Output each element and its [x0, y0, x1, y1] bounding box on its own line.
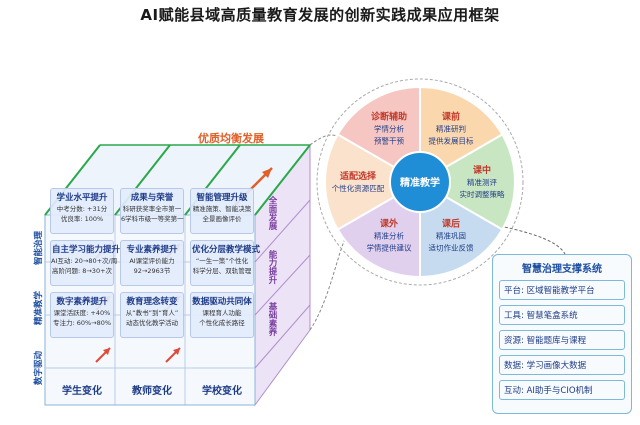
outcome-card-line: 中考分数: +31分: [56, 205, 108, 213]
outcome-card-line: 92→2963节: [133, 267, 171, 275]
outcome-card: 数字素养提升课堂活跃度: +40% 专注力: 60%→80%: [50, 292, 114, 338]
wheel-segment-line: 适切作业反馈: [429, 243, 474, 253]
outcome-card-line: 课堂活跃度: +40%: [53, 309, 111, 317]
outcome-card-title: 教育理念转变: [126, 297, 178, 307]
wheel-segment: [336, 180, 421, 279]
outcome-card-title: 学业水平提升: [56, 193, 108, 203]
side-label-ability: 能力提升: [267, 250, 277, 284]
support-title: 智慧治理支撑系统: [522, 264, 602, 275]
outcome-card-line: 从“教书”到“育人”: [125, 309, 179, 317]
outcome-card-title: 数据驱动共同体: [192, 297, 252, 307]
bottom-label-student: 学生变化: [62, 386, 102, 397]
wheel-segment-title: 课中: [473, 164, 491, 176]
wheel-center-label: 精准教学: [400, 176, 440, 189]
outcome-card-title: 成果与荣誉: [130, 193, 174, 203]
outcome-card-line: 全景画像评价: [202, 215, 242, 223]
side-label-all-round: 全面发展: [267, 196, 277, 230]
wheel-segment-line: 个性化资源匹配: [332, 183, 385, 193]
outcome-card-title: 优化分层教学模式: [192, 245, 261, 255]
wheel-outer-ring: [316, 78, 524, 286]
outcome-card: 专业素养提升 AI课堂评价能力 92→2963节: [120, 240, 184, 286]
top-label: 优质均衡发展: [198, 132, 264, 145]
wheel-segment-line: 精准测评: [467, 177, 497, 187]
bottom-label-school: 学校变化: [202, 386, 242, 397]
outcome-card-line: “一生一策”个性化: [195, 257, 249, 265]
support-system-panel: 智慧治理支撑系统 平台: 区域智能教学平台 工具: 智慧笔盒系统 资源: 智能题…: [492, 254, 632, 414]
wheel-segment-line: 精准研判: [436, 123, 466, 133]
outcome-card-title: 专业素养提升: [126, 245, 178, 255]
wheel-segment: [336, 85, 421, 184]
wheel-segment-title: 课外: [380, 218, 398, 230]
outcome-card: 成果与荣誉科研获奖率全市第一 6学科市级一等奖第一: [120, 188, 184, 234]
wheel-segment-line: 提供发展目标: [429, 135, 474, 145]
wheel-segment-line: 预警干预: [374, 135, 404, 145]
left-label-governance: 智能治理: [34, 230, 44, 265]
outcome-card-line: 高阶问题: 8→30+次: [51, 267, 113, 275]
outcome-card-line: 专注力: 60%→80%: [52, 319, 112, 327]
left-label-precision: 精准教学: [34, 290, 44, 325]
outcome-card: 数据驱动共同体课程育人功能个性化成长路径: [190, 292, 254, 338]
outcome-card-line: 优良率: 100%: [60, 215, 104, 223]
outcome-card-line: 课程育人功能: [202, 309, 242, 317]
support-item-resources: 资源: 智能题库与课程: [499, 330, 625, 350]
side-label-literacy: 基础素养: [267, 302, 277, 336]
wheel-segment-title: 适配选择: [340, 170, 377, 182]
outcome-card-title: 自主学习能力提升: [52, 245, 121, 255]
outcome-card-line: 动态优化教学活动: [126, 319, 178, 327]
wheel-segment: [419, 180, 504, 279]
outcome-card-line: 精准施策、智能决策: [192, 205, 252, 213]
wheel-segment: [418, 133, 516, 231]
outcome-card-line: AI互动: 20→80+次/周: [51, 257, 118, 265]
page-title: AI赋能县域高质量教育发展的创新实践成果应用框架: [140, 6, 500, 24]
support-item-platform: 平台: 区域智能教学平台: [499, 280, 625, 300]
outcome-card: 自主学习能力提升 AI互动: 20→80+次/周高阶问题: 8→30+次: [50, 240, 121, 286]
outcome-card: 优化分层教学模式 “一生一策”个性化科学分层、双轨管理: [190, 240, 261, 286]
wheel-segment-title: 诊断辅助: [371, 110, 407, 122]
support-item-interaction: 互动: AI助手与CIO机制: [499, 380, 625, 400]
wheel-segment-title: 课前: [442, 110, 460, 122]
wheel-segment-line: 学情提供建议: [367, 243, 412, 253]
outcome-card-line: 个性化成长路径: [199, 319, 245, 327]
left-label-digital: 数字驱动: [34, 350, 44, 385]
outcome-card: 学业水平提升中考分数: +31分优良率: 100%: [50, 188, 114, 234]
bottom-label-teacher: 教师变化: [132, 386, 172, 397]
wheel-segment-line: 精准巩固: [436, 231, 466, 241]
outcome-card: 智能管理升级精准施策、智能决策全景画像评价: [190, 188, 254, 234]
outcome-card: 教育理念转变从“教书”到“育人” 动态优化教学活动: [120, 292, 184, 338]
wheel-segment: [324, 133, 422, 231]
support-item-tools: 工具: 智慧笔盒系统: [499, 305, 625, 325]
outcome-card-line: AI课堂评价能力: [129, 257, 175, 265]
wheel-segment-title: 课后: [442, 218, 460, 230]
wheel-segment-line: 精准分析: [374, 231, 404, 241]
outcome-card-title: 数字素养提升: [56, 297, 108, 307]
support-item-data: 数据: 学习画像大数据: [499, 355, 625, 375]
wheel-segment: [419, 85, 504, 184]
wheel-segment-line: 实时调整策略: [460, 189, 505, 199]
wheel-center: [389, 151, 451, 213]
outcome-card-line: 科学分层、双轨管理: [192, 267, 252, 275]
outcome-card-line: 6学科市级一等奖第一: [121, 215, 184, 223]
wheel-segment-line: 学情分析: [374, 123, 404, 133]
outcome-card-title: 智能管理升级: [196, 193, 248, 203]
outcome-card-line: 科研获奖率全市第一: [122, 205, 182, 213]
